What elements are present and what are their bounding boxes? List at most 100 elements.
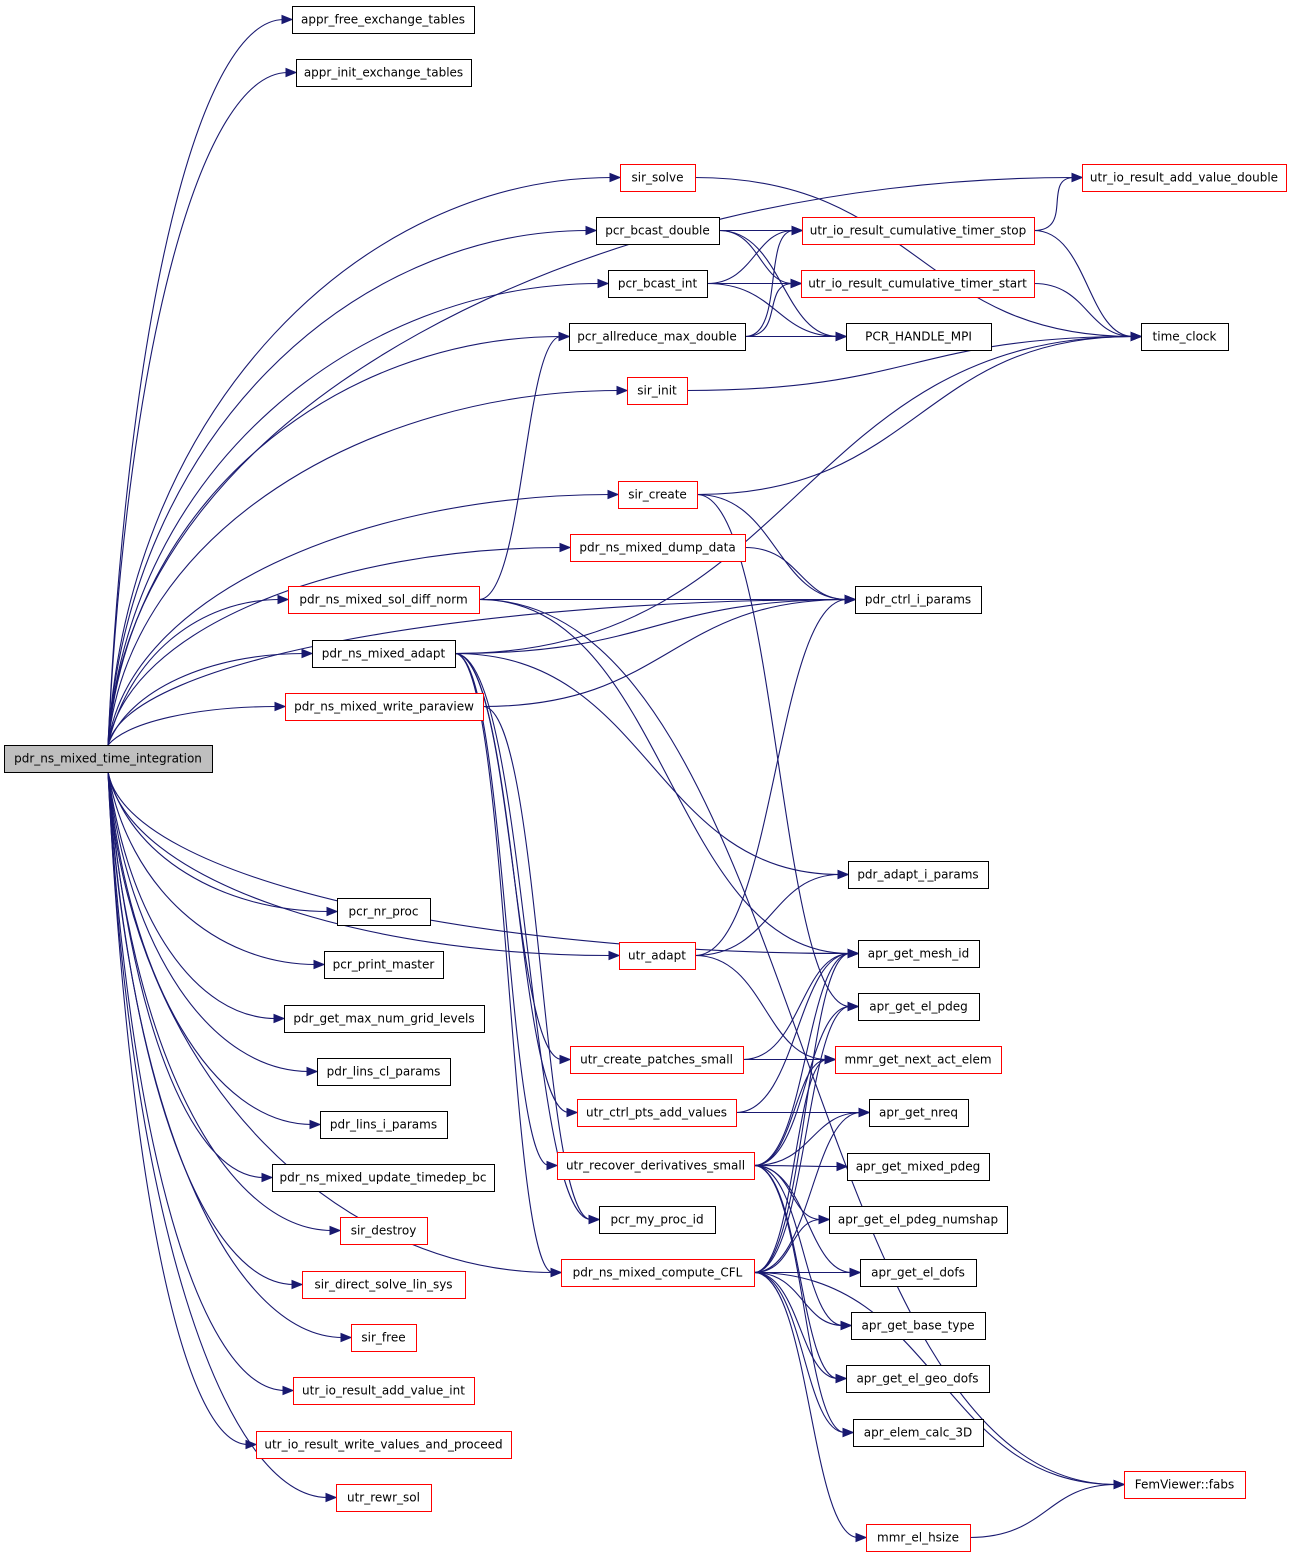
node-sol_diff[interactable]: pdr_ns_mixed_sol_diff_norm <box>288 586 480 614</box>
node-label: pdr_ns_mixed_compute_CFL <box>573 1266 743 1280</box>
node-appr_free[interactable]: appr_free_exchange_tables <box>292 6 475 34</box>
node-box <box>336 1484 432 1512</box>
node-adapt_i[interactable]: pdr_adapt_i_params <box>848 861 989 889</box>
node-label: pcr_allreduce_max_double <box>577 330 736 344</box>
node-pcr_bcast_double[interactable]: pcr_bcast_double <box>596 217 720 245</box>
node-timer_start[interactable]: utr_io_result_cumulative_timer_start <box>801 270 1035 298</box>
node-recover[interactable]: utr_recover_derivatives_small <box>557 1152 755 1180</box>
node-box <box>846 1365 990 1393</box>
node-grid_levels[interactable]: pdr_get_max_num_grid_levels <box>284 1005 485 1033</box>
edge-root-to-direct_solve <box>107 771 304 1290</box>
edge-cfl-to-nreq <box>753 1107 871 1274</box>
node-label: utr_io_result_add_value_int <box>302 1384 465 1398</box>
node-label: pdr_ns_mixed_adapt <box>322 647 446 661</box>
node-box <box>851 1312 986 1340</box>
node-label: pdr_ns_mixed_dump_data <box>579 541 735 555</box>
edge-root-to-sir_destroy <box>107 771 342 1236</box>
node-fabs[interactable]: FemViewer::fabs <box>1124 1471 1246 1499</box>
edge-pcr_allreduce-to-timer_stop <box>744 225 804 338</box>
node-box <box>848 861 989 889</box>
node-paraview[interactable]: pdr_ns_mixed_write_paraview <box>285 693 484 721</box>
node-my_proc[interactable]: pcr_my_proc_id <box>599 1206 716 1234</box>
node-mixed_adapt[interactable]: pdr_ns_mixed_adapt <box>312 640 456 668</box>
edge-root-to-dump_data <box>107 542 572 746</box>
node-next_act[interactable]: mmr_get_next_act_elem <box>835 1046 1002 1074</box>
edge-root-to-pcr_bcast_int <box>107 278 610 746</box>
node-box <box>351 1324 417 1352</box>
edge-cfl-to-el_pdeg <box>753 1001 860 1274</box>
node-appr_init[interactable]: appr_init_exchange_tables <box>296 59 472 87</box>
node-label: apr_get_el_pdeg_numshap <box>838 1213 998 1227</box>
node-sir_create[interactable]: sir_create <box>618 481 698 509</box>
node-sir_init[interactable]: sir_init <box>627 377 688 405</box>
node-nreq[interactable]: apr_get_nreq <box>869 1099 969 1127</box>
node-label: sir_direct_solve_lin_sys <box>314 1278 452 1292</box>
node-calc_3d[interactable]: apr_elem_calc_3D <box>853 1419 984 1447</box>
node-label: utr_ctrl_pts_add_values <box>586 1106 727 1120</box>
node-ctrl_pts[interactable]: utr_ctrl_pts_add_values <box>577 1099 737 1127</box>
node-label: sir_destroy <box>351 1224 417 1238</box>
edge-mixed_adapt-to-time_clock <box>454 331 1143 655</box>
node-label: pdr_lins_cl_params <box>327 1065 441 1079</box>
node-add_int[interactable]: utr_io_result_add_value_int <box>293 1377 475 1405</box>
node-direct_solve[interactable]: sir_direct_solve_lin_sys <box>302 1271 466 1299</box>
node-patches[interactable]: utr_create_patches_small <box>570 1046 744 1074</box>
node-box <box>561 1259 755 1287</box>
edge-paraview-to-my_proc <box>482 705 601 1225</box>
edge-root-to-write_values <box>107 771 258 1450</box>
node-sir_solve[interactable]: sir_solve <box>620 164 696 192</box>
edge-root-to-mesh_id <box>107 771 860 959</box>
nodes-layer: pdr_ns_mixed_time_integration appr_free_e… <box>4 6 1287 1552</box>
edge-root-to-appr_init <box>107 67 298 746</box>
node-numshap[interactable]: apr_get_el_pdeg_numshap <box>829 1206 1008 1234</box>
node-label: pdr_get_max_num_grid_levels <box>293 1012 474 1026</box>
edge-pcr_allreduce-to-pcr_handle <box>745 331 848 342</box>
edges-layer <box>107 14 1143 1543</box>
node-lins_cl[interactable]: pdr_lins_cl_params <box>317 1058 451 1086</box>
node-base_type[interactable]: apr_get_base_type <box>851 1312 986 1340</box>
node-dump_data[interactable]: pdr_ns_mixed_dump_data <box>570 534 746 562</box>
node-rewr_sol[interactable]: utr_rewr_sol <box>336 1484 432 1512</box>
node-timer_stop[interactable]: utr_io_result_cumulative_timer_stop <box>802 217 1035 245</box>
edge-utr_adapt-to-adapt_i <box>694 869 850 957</box>
edge-root-to-mixed_adapt <box>107 648 314 746</box>
edge-root-to-paraview <box>107 701 287 746</box>
node-time_clock[interactable]: time_clock <box>1141 323 1229 351</box>
node-sir_free[interactable]: sir_free <box>351 1324 417 1352</box>
node-box <box>835 1046 1002 1074</box>
node-label: utr_io_result_cumulative_timer_start <box>808 277 1027 291</box>
node-utr_add_double[interactable]: utr_io_result_add_value_double <box>1082 164 1287 192</box>
node-lins_i[interactable]: pdr_lins_i_params <box>320 1111 448 1139</box>
node-utr_adapt[interactable]: utr_adapt <box>619 942 696 970</box>
node-mixed_pdeg[interactable]: apr_get_mixed_pdeg <box>847 1153 990 1181</box>
node-cfl[interactable]: pdr_ns_mixed_compute_CFL <box>561 1259 755 1287</box>
node-write_values[interactable]: utr_io_result_write_values_and_proceed <box>256 1431 512 1459</box>
node-el_dofs[interactable]: apr_get_el_dofs <box>860 1259 977 1287</box>
node-update_bc[interactable]: pdr_ns_mixed_update_timedep_bc <box>272 1164 495 1192</box>
edge-root-to-sir_create <box>107 489 620 746</box>
node-pcr_handle[interactable]: PCR_HANDLE_MPI <box>846 323 992 351</box>
node-sir_destroy[interactable]: sir_destroy <box>340 1217 428 1245</box>
edge-root-to-grid_levels <box>107 771 286 1024</box>
node-print_master[interactable]: pcr_print_master <box>324 951 444 979</box>
node-pcr_allreduce[interactable]: pcr_allreduce_max_double <box>569 323 746 351</box>
node-box <box>293 1377 475 1405</box>
node-label: appr_init_exchange_tables <box>304 66 463 80</box>
edge-root-to-lins_cl <box>107 771 319 1077</box>
node-box <box>599 1206 716 1234</box>
node-hsize[interactable]: mmr_el_hsize <box>866 1524 971 1552</box>
edge-pcr_bcast_int-to-timer_start <box>707 278 803 289</box>
node-root[interactable]: pdr_ns_mixed_time_integration <box>4 745 213 773</box>
edge-mixed_adapt-to-ctrl_pts <box>454 652 579 1118</box>
node-label: mmr_get_next_act_elem <box>844 1053 991 1067</box>
edge-sir_create-to-el_pdeg <box>696 493 860 1012</box>
node-geo_dofs[interactable]: apr_get_el_geo_dofs <box>846 1365 990 1393</box>
node-el_pdeg[interactable]: apr_get_el_pdeg <box>858 993 980 1021</box>
node-ctrl_i[interactable]: pdr_ctrl_i_params <box>855 586 982 614</box>
node-mesh_id[interactable]: apr_get_mesh_id <box>858 940 980 968</box>
node-pcr_bcast_int[interactable]: pcr_bcast_int <box>608 270 708 298</box>
node-label: utr_create_patches_small <box>580 1053 733 1067</box>
node-box <box>618 481 698 509</box>
node-nr_proc[interactable]: pcr_nr_proc <box>337 898 431 926</box>
